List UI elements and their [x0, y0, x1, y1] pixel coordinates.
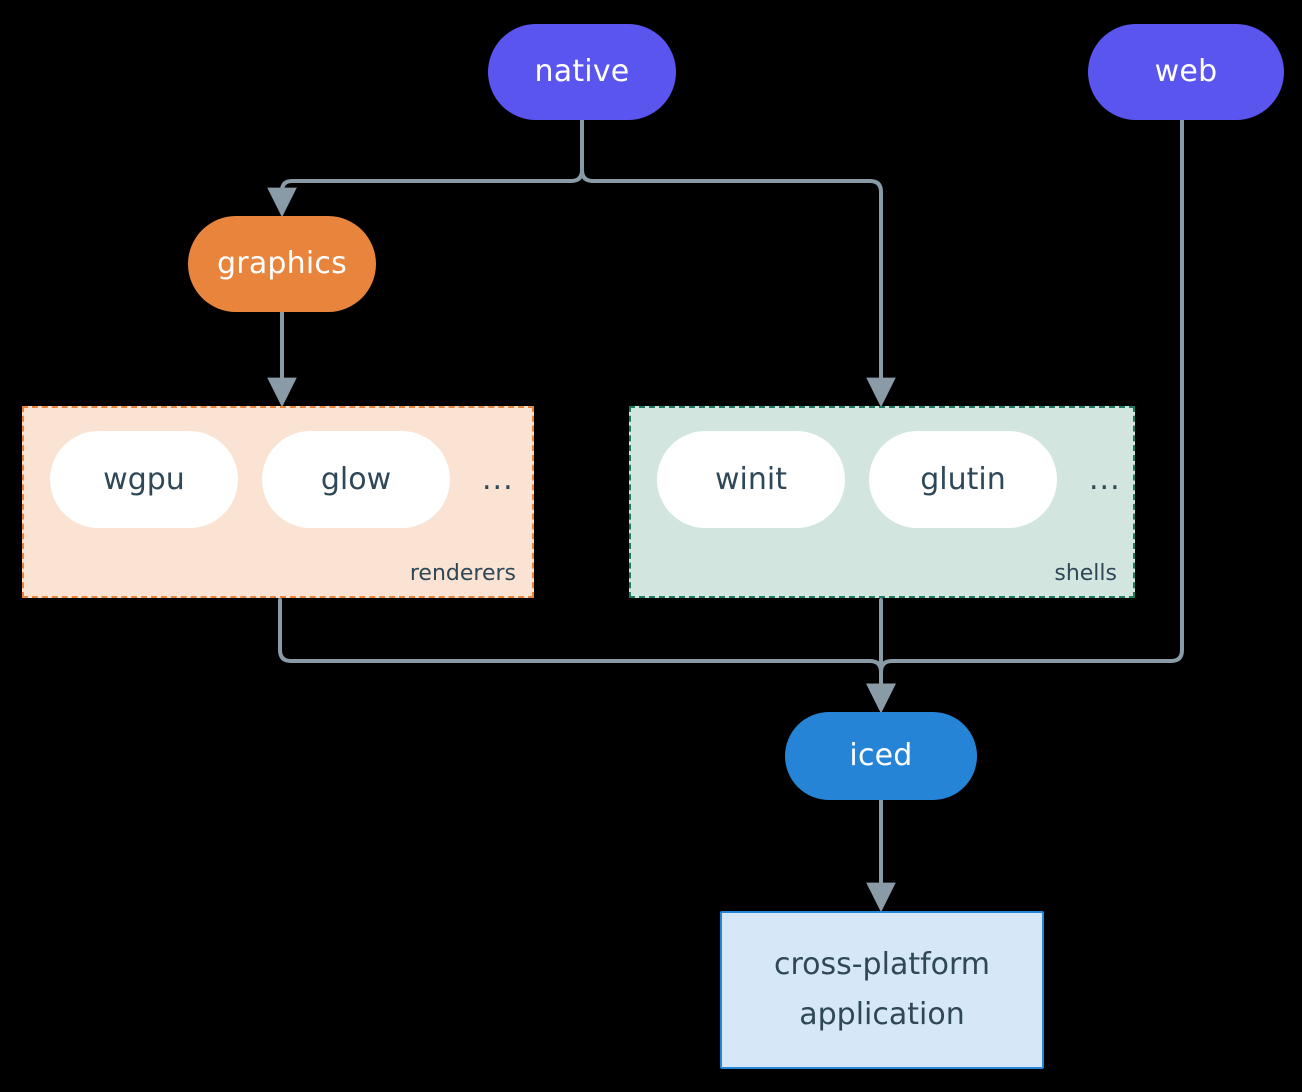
chip-glutin[interactable]: glutin [869, 431, 1057, 528]
group-renderers[interactable]: wgpu glow ... renderers [22, 406, 534, 598]
chip-glow[interactable]: glow [262, 431, 450, 528]
node-iced-label: iced [849, 738, 913, 774]
node-graphics[interactable]: graphics [188, 216, 376, 312]
edge-native-to-graphics [267, 118, 584, 218]
group-shells-caption: shells [1054, 561, 1117, 586]
node-graphics-label: graphics [217, 246, 347, 282]
chip-glutin-label: glutin [920, 462, 1006, 497]
group-renderers-caption: renderers [409, 561, 516, 586]
chip-glow-label: glow [320, 462, 392, 497]
renderers-chip-row: wgpu glow ... [50, 431, 514, 528]
chip-wgpu[interactable]: wgpu [50, 431, 238, 528]
node-application-label-line1: cross-platform [773, 947, 991, 983]
chip-winit[interactable]: winit [657, 431, 845, 528]
shells-chip-row: winit glutin ... [657, 431, 1121, 528]
edge-native-to-shells [580, 118, 896, 408]
node-web-label: web [1154, 54, 1218, 90]
chip-wgpu-label: wgpu [103, 462, 185, 497]
group-shells[interactable]: winit glutin ... shells [629, 406, 1135, 598]
node-application[interactable]: cross-platform application [720, 911, 1044, 1069]
shells-ellipsis: ... [1089, 461, 1121, 497]
renderers-ellipsis: ... [482, 461, 514, 497]
chip-winit-label: winit [715, 462, 787, 497]
node-native-label: native [534, 54, 630, 90]
edge-renderers-to-iced [278, 598, 896, 714]
node-application-label-line2: application [799, 997, 965, 1032]
node-native[interactable]: native [488, 24, 676, 120]
node-iced[interactable]: iced [785, 712, 977, 800]
node-web[interactable]: web [1088, 24, 1284, 120]
